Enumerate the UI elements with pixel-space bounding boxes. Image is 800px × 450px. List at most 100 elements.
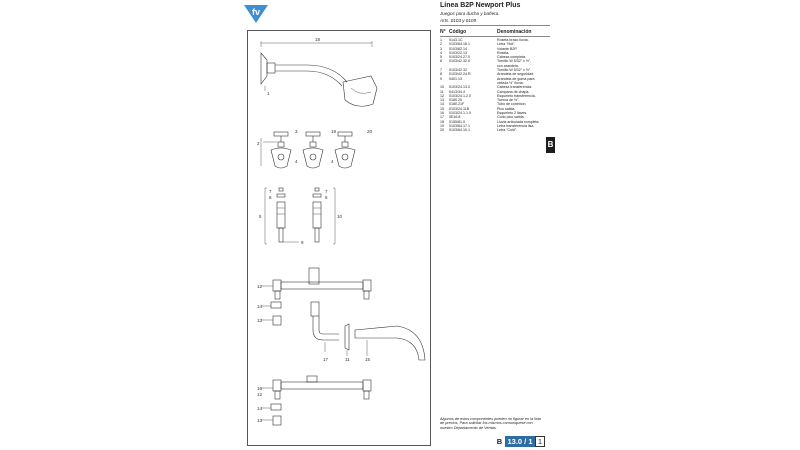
label-13a: 13 — [257, 318, 263, 323]
part-name: Pico salida. — [497, 106, 516, 111]
part-code: 0180.21F — [449, 102, 465, 107]
label-7: 7 — [269, 189, 272, 194]
part-name: Tubo de conexión. — [497, 102, 527, 107]
part-number: 6 — [440, 59, 442, 64]
part-code: 0103/24.11B — [449, 106, 470, 111]
label-12a: 12 — [257, 284, 263, 289]
part-code: 0103/24.1.1.0 — [449, 111, 471, 116]
valve-handles — [260, 131, 356, 169]
label-10: 10 — [337, 214, 343, 219]
part-name: Arandela de seguridad. — [497, 72, 535, 77]
part-code: 0103/64.10.1 — [449, 128, 470, 133]
part-number: 10 — [440, 85, 444, 90]
parts-rows: 1 0143.1C Roseta brazo lluvia. 2 0103/64.16.… — [440, 38, 550, 133]
transfer-body — [261, 267, 372, 326]
part-name: Esqueleto 2 llaves. — [497, 111, 528, 116]
part-number: 1 — [440, 38, 442, 42]
label-4a: 4 — [295, 159, 298, 164]
part-code: 0103/22.13 — [449, 50, 467, 55]
label-6: 6 — [325, 195, 328, 200]
table-row: 1 0143.1C Roseta brazo lluvia. — [440, 38, 550, 42]
label-11: 11 — [345, 357, 350, 362]
part-name: Tuerca de ½". — [497, 98, 520, 103]
part-number: 18 — [440, 119, 444, 124]
part-code: 0103/42.32 — [449, 68, 467, 73]
table-header-divider — [440, 36, 550, 37]
shower-assembly — [260, 41, 378, 107]
two-valve-body — [261, 375, 372, 426]
part-name: Roseta brazo lluvia. — [497, 38, 529, 42]
label-14b: 14 — [257, 406, 263, 411]
label-7b: 7 — [325, 189, 328, 194]
label-8: 8 — [269, 195, 272, 200]
part-number: 14 — [440, 102, 444, 107]
column-header-name: Denominación — [497, 29, 532, 35]
label-20: 20 — [367, 129, 373, 134]
part-code: 0155/81.0 — [449, 119, 465, 124]
part-code: 0103/24.27.0 — [449, 55, 470, 60]
part-number: 17 — [440, 115, 444, 120]
label-2: 2 — [257, 141, 260, 146]
label-14a: 14 — [257, 304, 263, 309]
fv-logo: fv — [244, 5, 268, 23]
table-row: 5 0103/24.27.0 Cabeza completa. — [440, 55, 550, 59]
part-number: 19 — [440, 123, 444, 128]
part-name: Codo pico salida. — [497, 115, 525, 120]
part-number: 12 — [440, 93, 444, 98]
label-17: 17 — [323, 357, 329, 362]
page-section-letter: B — [496, 437, 503, 446]
table-row: 2 0103/64.16.1 Letra "Hot". — [440, 42, 550, 46]
exploded-drawing: 18 1 3 2 19 20 4 4 — [257, 37, 426, 426]
part-name: Volante B2P. — [497, 46, 518, 51]
header-divider — [440, 25, 550, 26]
part-name: Letra "Hot". — [497, 42, 516, 47]
part-code: 0103/42.24.R — [449, 72, 471, 77]
part-name: Roseta. — [497, 50, 510, 55]
part-name: Arandela de goma para — [497, 76, 535, 81]
column-header-code: Código — [449, 29, 467, 35]
part-name: con arandela. — [497, 63, 519, 68]
label-12b: 12 — [257, 392, 263, 397]
logo-text: fv — [252, 7, 260, 17]
part-code: 0103/42.32.0 — [449, 59, 470, 64]
page-sheet: 1 — [535, 436, 545, 447]
part-name: Cabeza completa. — [497, 55, 526, 60]
label-1: 1 — [267, 91, 270, 96]
table-row: 15 0103/24.11B Pico salida. — [440, 107, 550, 111]
part-number: 15 — [440, 106, 444, 111]
part-name: válvula ½" lluvia. — [497, 80, 524, 85]
part-code: 0103/64.16.1 — [449, 42, 470, 47]
table-row: 18 0155/81.0 Lluvia articulada completa. — [440, 120, 550, 124]
label-16: 16 — [257, 386, 263, 391]
label-5: 5 — [259, 214, 262, 219]
footer-note: Algunos de estos componentes pueden no f… — [440, 417, 541, 430]
label-18: 18 — [315, 37, 321, 42]
valve-cartridges — [264, 187, 336, 245]
part-number: 20 — [440, 128, 444, 133]
page-number: 13.0 / 1 — [505, 436, 535, 447]
part-name: Lluvia articulada completa. — [497, 119, 540, 124]
part-code: 0401.13 — [449, 76, 462, 81]
part-name: Letra transferencia lisa. — [497, 123, 535, 128]
part-number: 3 — [440, 46, 442, 51]
table-row: válvula ½" lluvia. — [440, 81, 550, 85]
product-subtitle: Juegos para ducha y bañera. — [440, 11, 500, 16]
part-number: 5 — [440, 55, 442, 60]
exploded-drawing-frame — [247, 30, 431, 446]
part-number: 16 — [440, 111, 444, 116]
part-code: 0143.1C — [449, 38, 463, 42]
part-name: Cabeza transferencia. — [497, 85, 533, 90]
part-number: 2 — [440, 42, 442, 47]
part-number: 11 — [440, 89, 444, 94]
part-code: 0180.20 — [449, 98, 462, 103]
